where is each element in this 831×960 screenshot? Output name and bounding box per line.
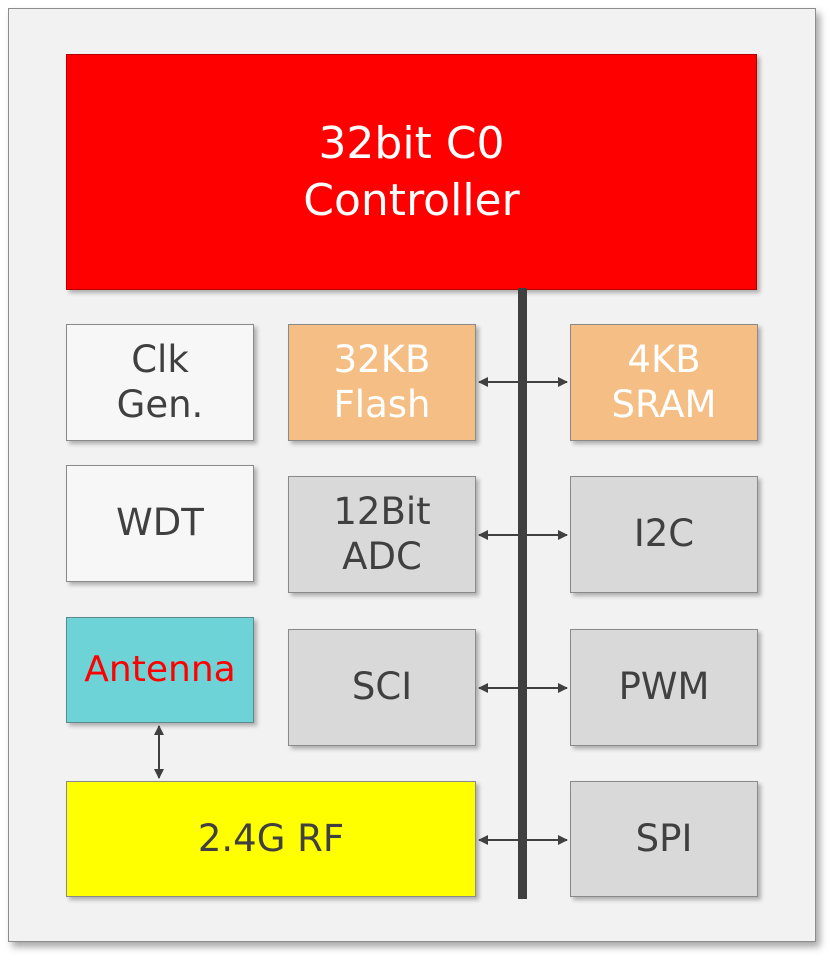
i2c-block: I2C bbox=[570, 476, 758, 593]
wdt-block: WDT bbox=[66, 465, 254, 582]
sci-block: SCI bbox=[288, 629, 476, 746]
sram-block: 4KB SRAM bbox=[570, 324, 758, 441]
adc-block: 12Bit ADC bbox=[288, 476, 476, 593]
flash-block: 32KB Flash bbox=[288, 324, 476, 441]
rf-block: 2.4G RF bbox=[66, 781, 476, 897]
clk-gen-block: Clk Gen. bbox=[66, 324, 254, 441]
pwm-block: PWM bbox=[570, 629, 758, 746]
spi-block: SPI bbox=[570, 781, 758, 897]
system-bus bbox=[518, 288, 527, 899]
antenna-block: Antenna bbox=[66, 617, 254, 723]
controller-block: 32bit C0 Controller bbox=[66, 54, 757, 290]
